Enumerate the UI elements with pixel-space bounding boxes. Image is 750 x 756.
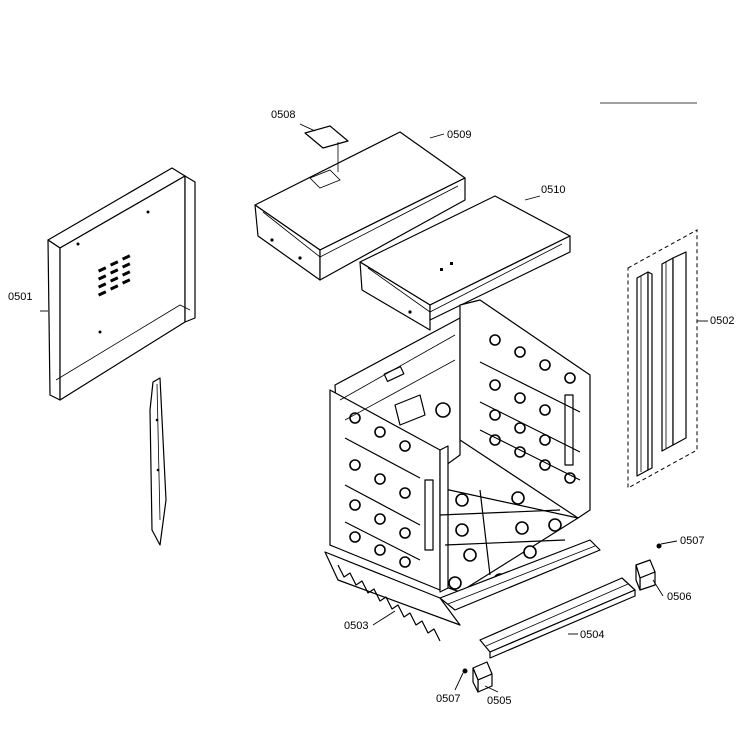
part-0504-front-trim — [479, 577, 636, 659]
part-0501-side-panel — [40, 167, 196, 401]
callout-0509: 0509 — [447, 129, 471, 141]
part-0506-end-cap — [635, 559, 664, 597]
left-panel-pressings — [344, 412, 434, 568]
callout-0503: 0503 — [344, 620, 368, 632]
callout-0501: 0501 — [8, 291, 32, 303]
callout-0507-left: 0507 — [436, 693, 460, 705]
callout-0507-right: 0507 — [680, 535, 704, 547]
right-panel-pressings — [479, 334, 581, 484]
side-bracket — [149, 377, 167, 546]
main-cavity-frame — [324, 299, 601, 642]
part-0505-end-cap — [472, 661, 499, 693]
part-0507-screw-left — [454, 668, 468, 691]
callout-0502: 0502 — [710, 315, 734, 327]
part-0510-top-channel — [359, 195, 571, 331]
part-0502-side-rails — [627, 229, 708, 489]
part-0509-top-cover — [254, 131, 466, 281]
callout-0506: 0506 — [667, 591, 691, 603]
vent-slots — [97, 254, 131, 297]
part-0508-label-plate — [299, 123, 349, 149]
floor-pressings — [439, 489, 566, 590]
callout-0508: 0508 — [271, 109, 295, 121]
callout-0510: 0510 — [541, 184, 565, 196]
part-0503-base — [324, 539, 601, 642]
callout-0504: 0504 — [580, 629, 604, 641]
callout-0505: 0505 — [487, 695, 511, 707]
part-0507-screw-right — [656, 540, 678, 549]
